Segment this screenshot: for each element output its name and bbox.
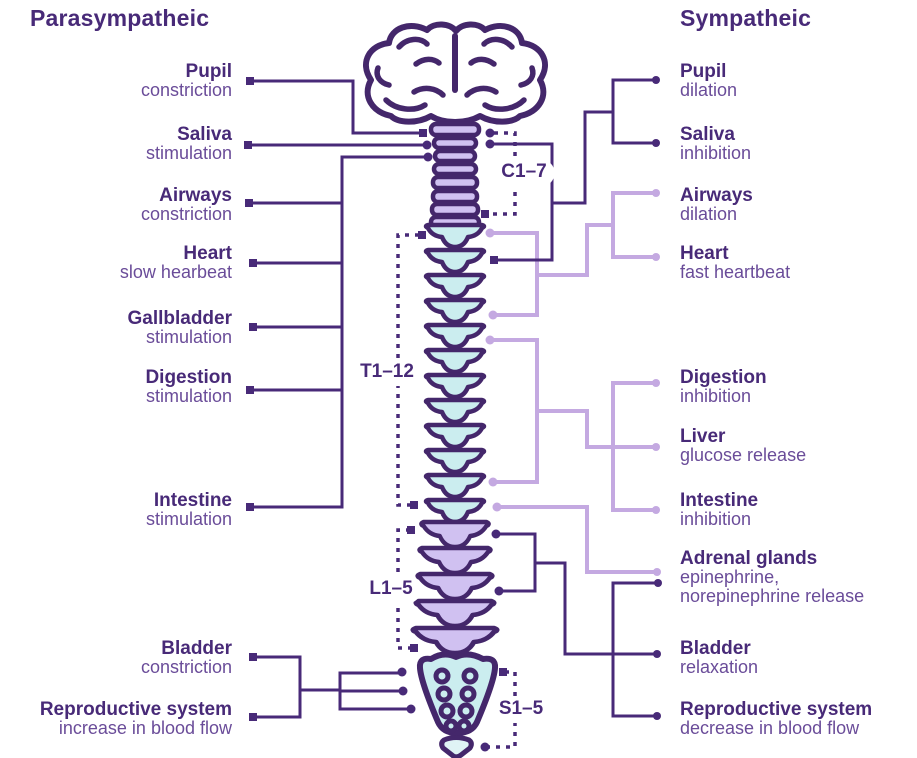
sacrum <box>416 651 499 758</box>
upper-thoracic-loop <box>491 231 539 317</box>
para-label-digestion: Digestion stimulation <box>0 368 232 406</box>
para-label-saliva: Saliva stimulation <box>0 125 232 163</box>
sym-label-saliva: Saliva inhibition <box>680 125 902 163</box>
para-label-bladder: Bladder constriction <box>0 639 232 677</box>
organ-name: Bladder <box>680 638 751 659</box>
organ-effect: stimulation <box>145 143 232 163</box>
sympathetic-dark-connectors <box>491 78 656 718</box>
para-label-airways: Airways constriction <box>0 186 232 224</box>
lumbar-segment-label: L1–5 <box>361 577 421 603</box>
organ-name: Adrenal glands <box>680 548 818 569</box>
organ-effect: stimulation <box>145 386 232 406</box>
mid-thoracic-loop <box>491 338 539 484</box>
parasympathetic-title: Parasympatheic <box>30 5 210 31</box>
organ-effect: constriction <box>140 204 232 224</box>
parasympathetic-connectors <box>246 79 426 719</box>
lumbar-right-branch <box>497 532 656 718</box>
sacral-segment-label: S1–5 <box>490 697 552 723</box>
para-label-intestine: Intestine stimulation <box>0 491 232 529</box>
organ-effect: stimulation <box>145 327 232 347</box>
pupil-saliva-right-branch <box>491 78 654 262</box>
organ-effect: fast heartbeat <box>680 262 791 282</box>
organ-effect: decrease in blood flow <box>680 718 860 738</box>
para-label-reproductive-system: Reproductive system increase in blood fl… <box>0 700 232 738</box>
sym-label-bladder: Bladder relaxation <box>680 639 902 677</box>
organ-effect: dilation <box>680 204 738 224</box>
cervical-segment-label: C1–7 <box>493 160 555 186</box>
sympathetic-light-connectors <box>491 191 655 574</box>
organ-effect: stimulation <box>145 509 232 529</box>
light-connector-dots <box>485 189 661 576</box>
organ-name: Intestine <box>680 490 759 511</box>
organ-name: Pupil <box>185 61 232 82</box>
sym-label-intestine: Intestine inhibition <box>680 491 902 529</box>
organ-effect: epinephrine, norepinephrine release <box>680 567 865 606</box>
dark-connector-dots <box>244 76 662 721</box>
organ-name: Airways <box>159 185 232 206</box>
sympathetic-title: Sympatheic <box>680 5 812 31</box>
para-label-pupil: Pupil constriction <box>0 62 232 100</box>
organ-effect: constriction <box>140 80 232 100</box>
pupil-left-line <box>248 79 421 135</box>
organ-name: Intestine <box>153 490 232 511</box>
sacral-foramina <box>433 667 479 734</box>
organ-name: Pupil <box>680 61 727 82</box>
adrenal-light-branch <box>498 505 655 574</box>
digestion-liver-intestine-branch <box>535 381 654 512</box>
thoracic-segment-label: T1–12 <box>352 360 422 386</box>
organ-name: Digestion <box>680 367 767 388</box>
organ-effect: glucose release <box>680 445 807 465</box>
sym-label-adrenal-glands: Adrenal glands epinephrine, norepinephri… <box>680 549 902 606</box>
organ-effect: inhibition <box>680 143 752 163</box>
organ-effect: inhibition <box>680 509 752 529</box>
organ-name: Bladder <box>161 638 232 659</box>
vagus-bus-line <box>247 155 426 509</box>
organ-name: Liver <box>680 426 726 447</box>
pelvic-left-lines <box>251 655 409 719</box>
coccyx <box>439 735 474 758</box>
lumbar-vertebrae <box>410 519 500 656</box>
organ-name: Reproductive system <box>680 699 873 720</box>
sym-label-airways: Airways dilation <box>680 186 902 224</box>
thoracic-vertebrae <box>423 222 487 525</box>
organ-effect: inhibition <box>680 386 752 406</box>
organ-effect: constriction <box>140 657 232 677</box>
sym-label-liver: Liver glucose release <box>680 427 902 465</box>
organ-effect: relaxation <box>680 657 759 677</box>
organ-effect: increase in blood flow <box>58 718 232 738</box>
organ-name: Airways <box>680 185 753 206</box>
para-label-gallbladder: Gallbladder stimulation <box>0 309 232 347</box>
para-label-heart: Heart slow hearbeat <box>0 244 232 282</box>
sym-label-heart: Heart fast heartbeat <box>680 244 902 282</box>
organ-name: Reproductive system <box>39 699 232 720</box>
airways-heart-branch <box>535 191 654 277</box>
organ-effect: dilation <box>680 80 738 100</box>
bracket-end-markers <box>407 128 507 752</box>
organ-name: Saliva <box>177 124 232 145</box>
organ-name: Saliva <box>680 124 735 145</box>
sym-label-pupil: Pupil dilation <box>680 62 902 100</box>
organ-name: Gallbladder <box>127 308 232 329</box>
brain-icon <box>363 21 548 125</box>
organ-name: Digestion <box>145 367 232 388</box>
organ-effect: slow hearbeat <box>119 262 232 282</box>
cervical-vertebrae <box>428 121 482 230</box>
sym-label-reproductive-system: Reproductive system decrease in blood fl… <box>680 700 902 738</box>
thoracic-bracket <box>396 233 419 507</box>
sym-label-digestion: Digestion inhibition <box>680 368 902 406</box>
organ-name: Heart <box>183 243 232 264</box>
organ-name: Heart <box>680 243 729 264</box>
